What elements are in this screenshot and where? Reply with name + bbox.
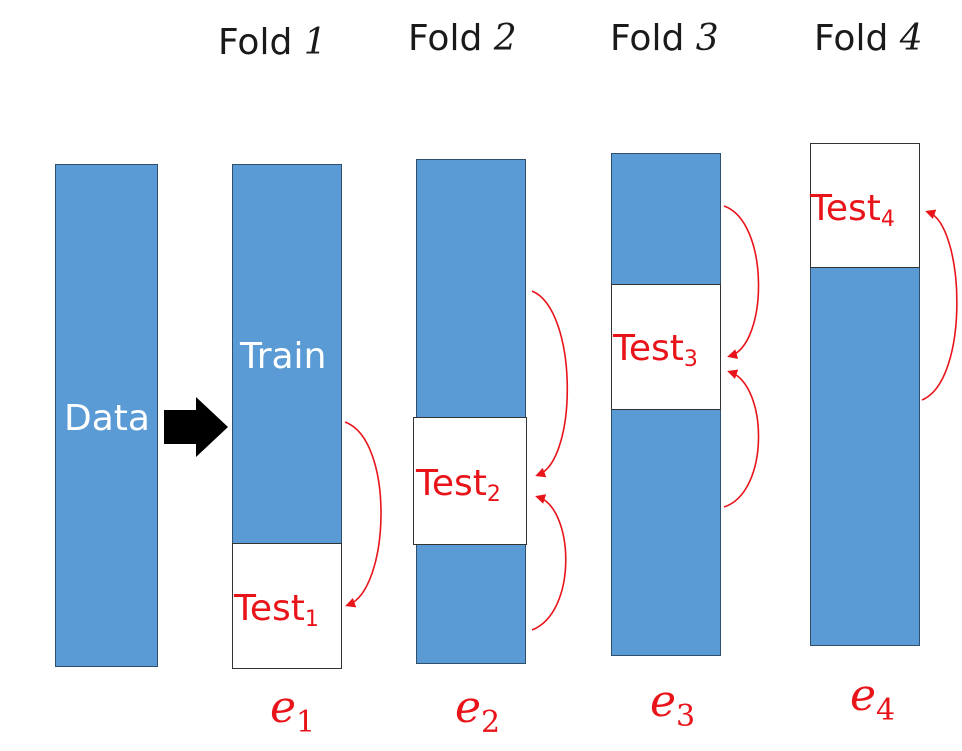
fold-3-number: 3 <box>695 18 719 59</box>
data-label: Data <box>64 398 150 439</box>
fold-2-error: e2 <box>455 682 501 740</box>
fold-4-test-label: Test4 <box>810 188 895 232</box>
train-label: Train <box>240 336 327 377</box>
fold-2-number: 2 <box>493 18 517 59</box>
fold-1-number: 1 <box>303 22 327 63</box>
fold-3-curve-arrow-top <box>723 205 760 359</box>
fold-2-curve-arrow-top <box>531 290 569 478</box>
fold-3-test-block <box>611 284 721 410</box>
fold-1-title: Fold 1 <box>218 22 327 63</box>
fold-2-curve-arrow-bottom <box>531 494 567 631</box>
data-bar <box>55 164 158 667</box>
fold-3-title: Fold 3 <box>610 18 719 59</box>
fold-3-error: e3 <box>650 676 696 734</box>
fold-4-curve-arrow <box>921 209 958 401</box>
fold-3-curve-arrow-bottom <box>723 369 760 508</box>
fold-1-error: e1 <box>270 682 316 740</box>
fold-3-label: Fold <box>610 18 685 59</box>
fold-1-test-label: Test1 <box>234 588 319 632</box>
fold-3-test-label: Test3 <box>613 328 698 372</box>
fold-2-title: Fold 2 <box>408 18 517 59</box>
fold-4-test-block <box>810 143 920 268</box>
fold-2-label: Fold <box>408 18 483 59</box>
fold-1-curve-arrow <box>344 421 382 608</box>
fold-4-label: Fold <box>814 18 889 59</box>
fold-1-label: Fold <box>218 22 293 63</box>
fold-4-error: e4 <box>850 670 896 728</box>
fold-2-test-label: Test2 <box>416 463 501 507</box>
fold-4-number: 4 <box>899 18 923 59</box>
fold-2-test-block <box>413 417 527 545</box>
fold-1-test-block <box>232 543 342 669</box>
right-arrow-icon <box>164 397 228 457</box>
fold-2-bar <box>416 159 526 664</box>
fold-4-title: Fold 4 <box>814 18 923 59</box>
